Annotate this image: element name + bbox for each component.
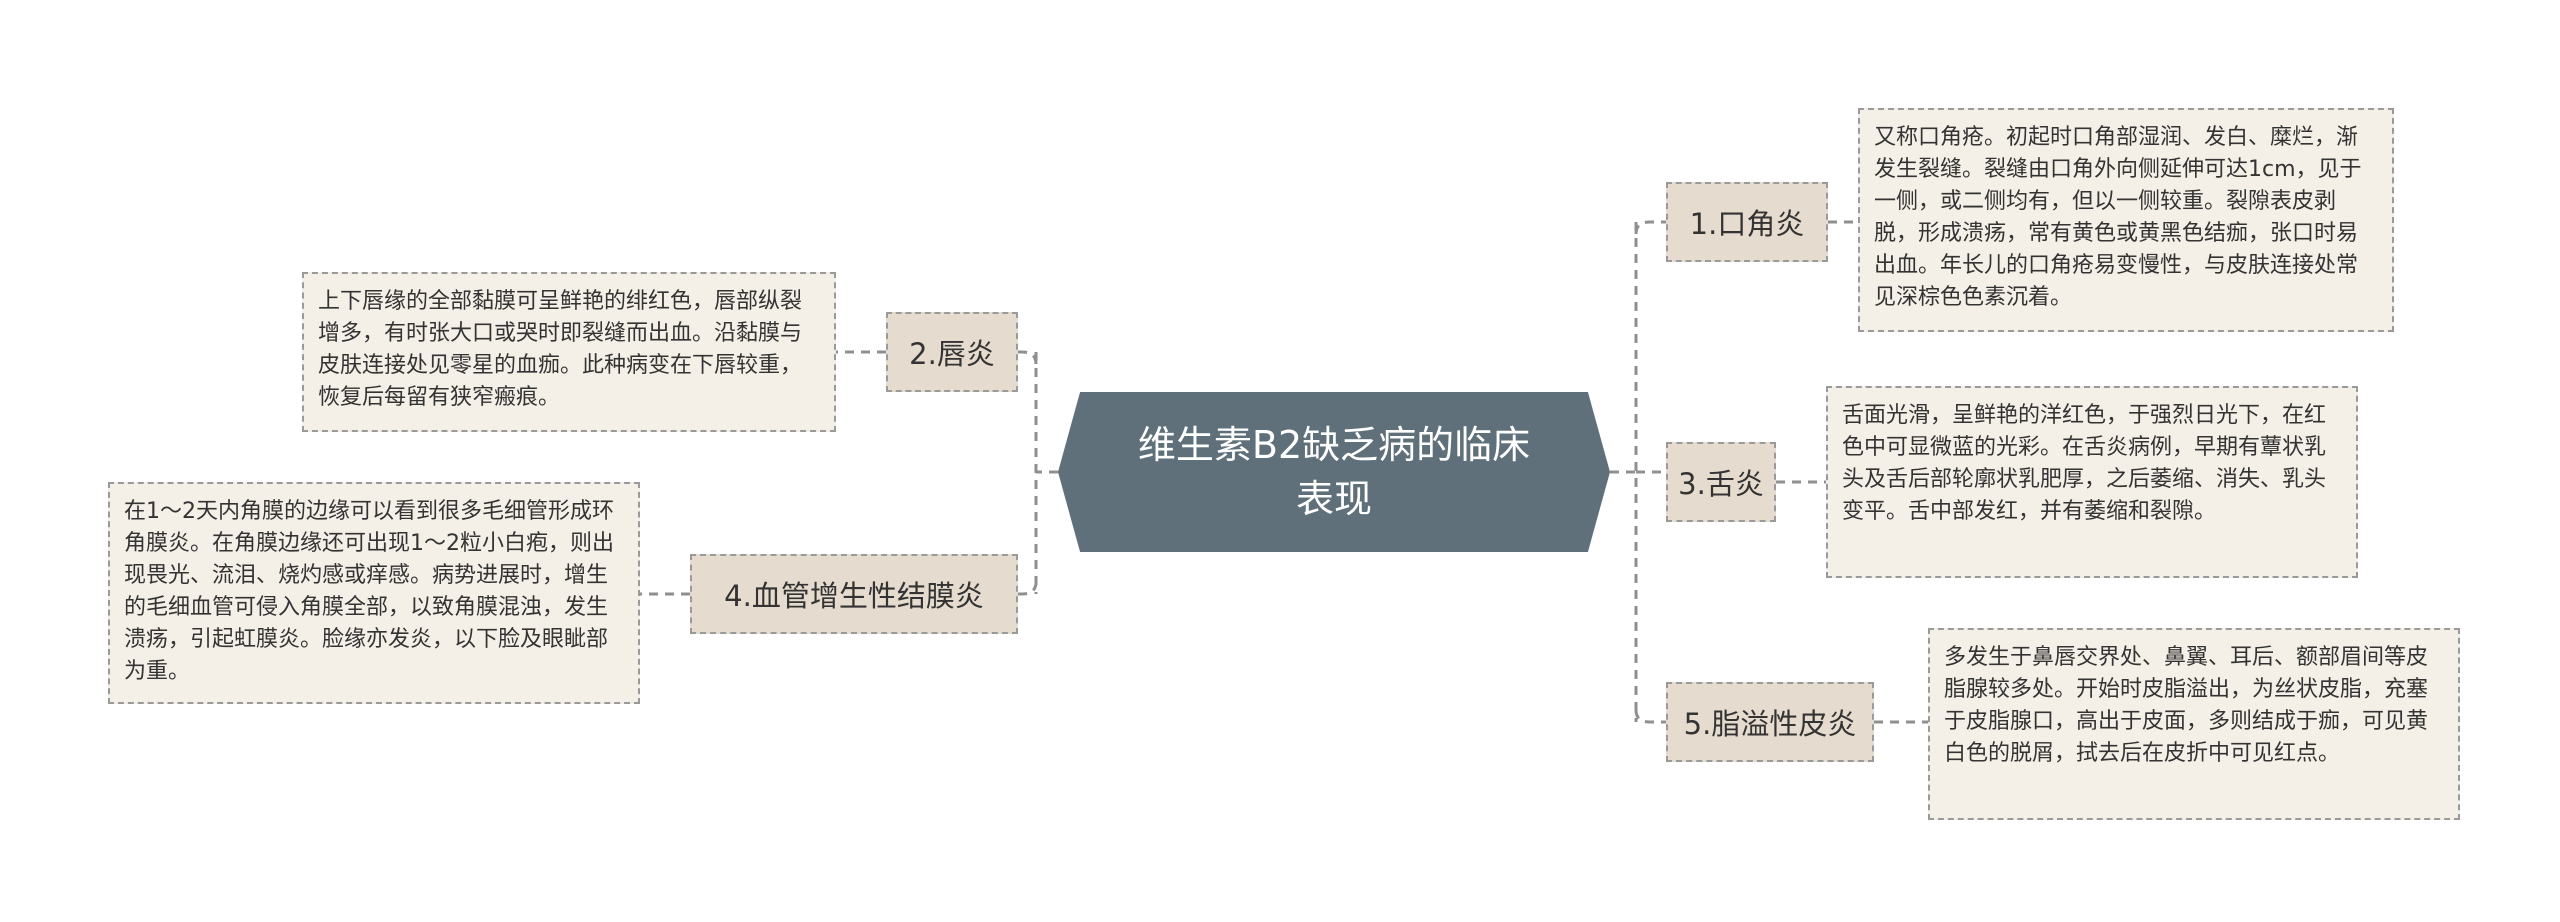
note-2-text: 上下唇缘的全部黏膜可呈鲜艳的绯红色，唇部纵裂增多，有时张大口或哭时即裂缝而出血。… — [318, 289, 803, 410]
connector-branch-1 — [1634, 220, 1666, 235]
connector-branch-2 — [1018, 350, 1038, 365]
central-topic-label: 维生素B2缺乏病的临床表现 — [1137, 423, 1531, 521]
connector-branch-5 — [1634, 709, 1666, 724]
branch-3[interactable]: 3.舌炎 — [1666, 442, 1776, 522]
branch-5-label: 5.脂溢性皮炎 — [1683, 707, 1857, 741]
note-5-text: 多发生于鼻唇交界处、鼻翼、耳后、额部眉间等皮脂腺较多处。开始时皮脂溢出，为丝状皮… — [1944, 645, 2429, 766]
note-1: 又称口角疮。初起时口角部湿润、发白、糜烂，渐发生裂缝。裂缝由口角外向侧延伸可达1… — [1858, 108, 2394, 332]
note-4: 在1～2天内角膜的边缘可以看到很多毛细管形成环角膜炎。在角膜边缘还可出现1～2粒… — [108, 482, 640, 704]
central-topic[interactable]: 维生素B2缺乏病的临床表现 — [1058, 392, 1610, 552]
note-4-text: 在1～2天内角膜的边缘可以看到很多毛细管形成环角膜炎。在角膜边缘还可出现1～2粒… — [124, 499, 614, 684]
note-3-text: 舌面光滑，呈鲜艳的洋红色，于强烈日光下，在红色中可显微蓝的光彩。在舌炎病例，早期… — [1842, 403, 2327, 524]
branch-1[interactable]: 1.口角炎 — [1666, 182, 1828, 262]
connector-branch-4 — [1018, 581, 1038, 596]
branch-5[interactable]: 5.脂溢性皮炎 — [1666, 682, 1874, 762]
note-3: 舌面光滑，呈鲜艳的洋红色，于强烈日光下，在红色中可显微蓝的光彩。在舌炎病例，早期… — [1826, 386, 2358, 578]
branch-4-label: 4.血管增生性结膜炎 — [724, 579, 984, 613]
branch-3-label: 3.舌炎 — [1678, 467, 1764, 501]
note-2: 上下唇缘的全部黏膜可呈鲜艳的绯红色，唇部纵裂增多，有时张大口或哭时即裂缝而出血。… — [302, 272, 836, 432]
branch-2-label: 2.唇炎 — [909, 337, 995, 371]
branch-2[interactable]: 2.唇炎 — [886, 312, 1018, 392]
branch-1-label: 1.口角炎 — [1689, 207, 1805, 241]
note-5: 多发生于鼻唇交界处、鼻翼、耳后、额部眉间等皮脂腺较多处。开始时皮脂溢出，为丝状皮… — [1928, 628, 2460, 820]
note-1-text: 又称口角疮。初起时口角部湿润、发白、糜烂，渐发生裂缝。裂缝由口角外向侧延伸可达1… — [1874, 125, 2362, 310]
branch-4[interactable]: 4.血管增生性结膜炎 — [690, 554, 1018, 634]
